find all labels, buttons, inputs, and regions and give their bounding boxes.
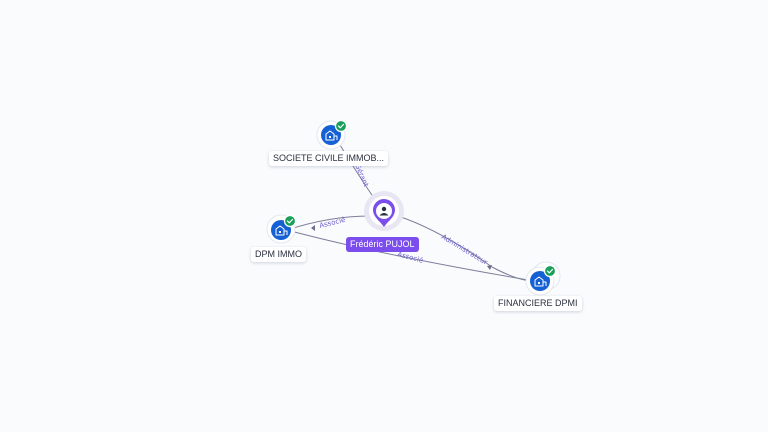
relation-label-associe-dpm-immo: Associé xyxy=(319,216,347,230)
relation-label-administrateur: Administrateur xyxy=(440,233,489,267)
verified-check-icon xyxy=(334,119,348,133)
company-label-sci[interactable]: SOCIETE CIVILE IMMOB... xyxy=(269,151,389,166)
edge-associe-dpm-immo xyxy=(286,215,371,231)
company-node-financiere[interactable] xyxy=(525,261,561,296)
arrow-administrateur xyxy=(487,265,492,270)
person-label[interactable]: Frédéric PUJOL xyxy=(346,237,419,252)
edge-associe-financiere xyxy=(286,229,541,283)
edge-administrateur xyxy=(397,215,541,283)
user-icon xyxy=(379,206,389,216)
verified-check-icon xyxy=(283,214,297,228)
building-icon xyxy=(325,130,338,141)
company-label-dpm-immo[interactable]: DPM IMMO xyxy=(251,247,306,262)
verified-check-icon xyxy=(543,264,557,278)
company-node-sci[interactable] xyxy=(316,119,348,150)
building-icon xyxy=(275,225,288,236)
company-node-dpm-immo[interactable] xyxy=(266,214,297,244)
relation-label-gerant: Gérant xyxy=(353,163,370,189)
company-label-financiere[interactable]: FINANCIERE DPMI xyxy=(494,296,582,311)
relation-label-associe-financiere: Associé xyxy=(396,250,424,265)
building-icon xyxy=(534,276,547,287)
person-node[interactable] xyxy=(364,191,404,231)
arrow-associe-dpm-immo xyxy=(311,225,315,231)
